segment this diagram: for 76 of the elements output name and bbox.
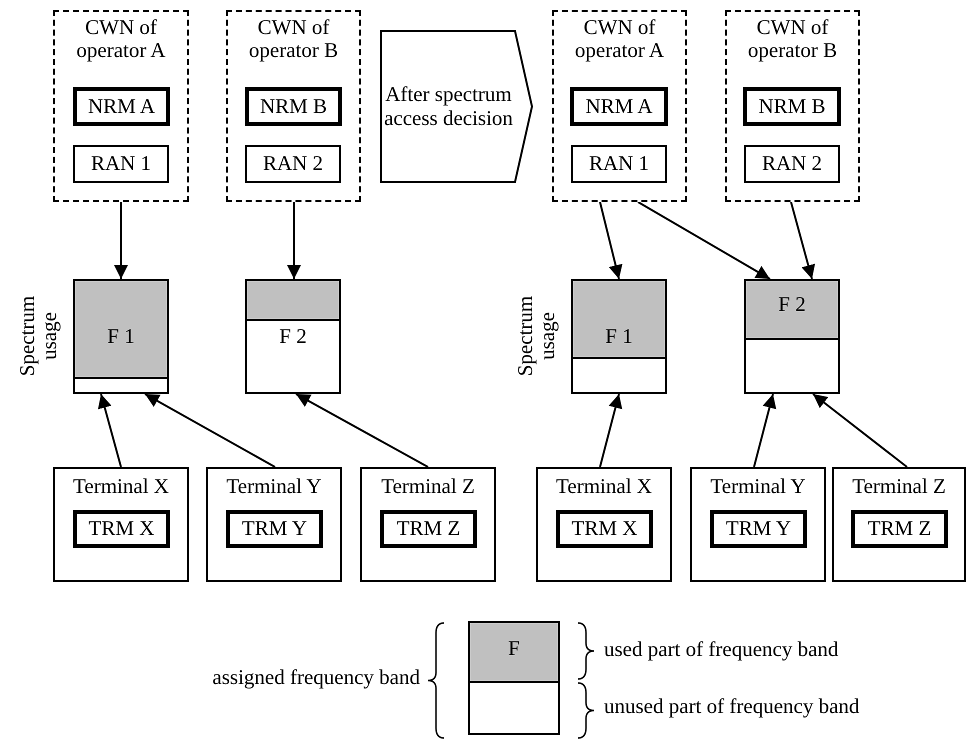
- node-label: TRM Y: [726, 517, 792, 541]
- manager-box: [226, 510, 323, 548]
- node-label: RAN 1: [588, 152, 650, 176]
- node-label: RAN 2: [262, 152, 324, 176]
- network-group: [552, 10, 687, 202]
- arrow: [790, 202, 816, 280]
- node-label: RAN 1: [90, 152, 152, 176]
- manager-box: [710, 510, 807, 548]
- frequency-band-box: [245, 279, 341, 394]
- axis-label: Spectrum usage: [514, 294, 558, 378]
- node-label: TRM Z: [396, 517, 460, 541]
- node-label: After spectrum access decision: [384, 83, 514, 130]
- node-label: F 2: [778, 293, 806, 316]
- node-label: NRM A: [88, 94, 156, 118]
- terminal-box: [360, 467, 496, 582]
- manager-box: [570, 87, 668, 126]
- node-label: F 2: [279, 324, 307, 348]
- node-label: TRM Z: [868, 517, 932, 541]
- group-title: CWN of operator B: [746, 16, 838, 62]
- access-network-box: [744, 145, 840, 183]
- node-label: NRM B: [260, 94, 328, 118]
- manager-box: [743, 87, 841, 126]
- access-network-box: [571, 145, 667, 183]
- node-label: Terminal X: [73, 475, 169, 498]
- arrow: [98, 394, 122, 468]
- manager-box: [73, 510, 170, 548]
- group-title: CWN of operator A: [574, 16, 666, 62]
- node-label: Terminal Y: [710, 475, 806, 498]
- group-title: CWN of operator A: [75, 16, 167, 62]
- frequency-band-box: [468, 621, 560, 735]
- step-arrow-shape: [380, 30, 533, 183]
- arrow: [599, 394, 622, 468]
- manager-box: [556, 510, 653, 548]
- manager-box: [245, 87, 342, 126]
- node-label: Terminal Z: [852, 475, 946, 498]
- frequency-band-box: [744, 279, 840, 394]
- node-label: Terminal X: [556, 475, 652, 498]
- network-group: [53, 10, 189, 202]
- axis-label: Spectrum usage: [16, 294, 60, 378]
- manager-box: [851, 510, 948, 548]
- frequency-band-box: [571, 279, 667, 394]
- access-network-box: [245, 145, 341, 183]
- node-label: F 1: [107, 324, 135, 348]
- node-label: F: [508, 637, 520, 660]
- terminal-box: [832, 467, 966, 582]
- network-group: [226, 10, 361, 202]
- network-group: [725, 10, 860, 202]
- arrow: [812, 393, 908, 468]
- arrow: [144, 393, 276, 468]
- node-label: TRM X: [572, 517, 638, 541]
- arrow: [599, 202, 622, 280]
- frequency-band-box: [73, 279, 169, 394]
- node-label: TRM Y: [242, 517, 308, 541]
- terminal-box: [690, 467, 826, 582]
- annotation-text: assigned frequency band: [212, 665, 420, 690]
- group-title: CWN of operator B: [248, 16, 340, 62]
- arrow: [753, 394, 776, 468]
- terminal-box: [206, 467, 342, 582]
- annotation-text: unused part of frequency band: [604, 694, 860, 719]
- node-label: F 1: [605, 324, 633, 348]
- access-network-box: [73, 145, 169, 183]
- arrow: [638, 201, 770, 280]
- node-label: RAN 2: [762, 152, 822, 176]
- terminal-box: [536, 467, 672, 582]
- node-label: NRM B: [758, 94, 826, 118]
- node-label: TRM X: [88, 517, 154, 541]
- node-label: NRM A: [585, 94, 653, 118]
- node-label: Terminal Z: [381, 475, 475, 498]
- arrow: [114, 202, 128, 279]
- node-label: Terminal Y: [226, 475, 322, 498]
- terminal-box: [53, 467, 189, 582]
- annotation-text: used part of frequency band: [604, 637, 838, 662]
- arrow: [296, 393, 428, 468]
- arrow: [287, 202, 301, 279]
- manager-box: [73, 87, 170, 126]
- manager-box: [380, 510, 477, 548]
